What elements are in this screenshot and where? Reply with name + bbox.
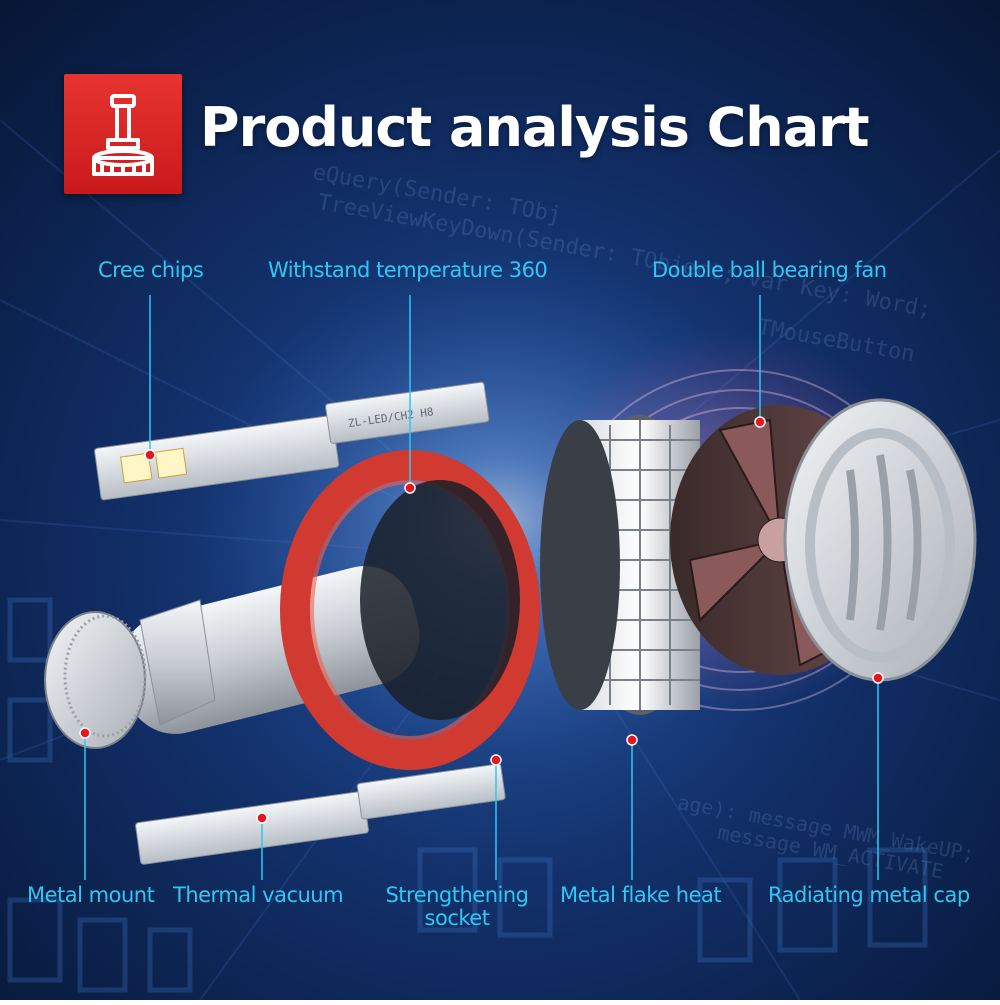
label-thermal-vacuum: Thermal vacuum: [173, 883, 344, 907]
label-metal-flake-heat: Metal flake heat: [560, 883, 722, 907]
label-strengthening-socket: Strengthening socket: [382, 884, 532, 930]
page-title: Product analysis Chart: [200, 96, 870, 159]
label-metal-mount: Metal mount: [27, 883, 155, 907]
label-radiating-metal-cap: Radiating metal cap: [768, 883, 970, 907]
label-withstand-temperature: Withstand temperature 360: [268, 258, 548, 282]
label-strengthening-socket-line2: socket: [424, 906, 490, 930]
label-double-ball-bearing-fan: Double ball bearing fan: [652, 258, 887, 282]
label-strengthening-socket-line1: Strengthening: [385, 883, 529, 907]
led-bulb-icon: [64, 74, 182, 194]
label-cree-chips: Cree chips: [98, 258, 204, 282]
